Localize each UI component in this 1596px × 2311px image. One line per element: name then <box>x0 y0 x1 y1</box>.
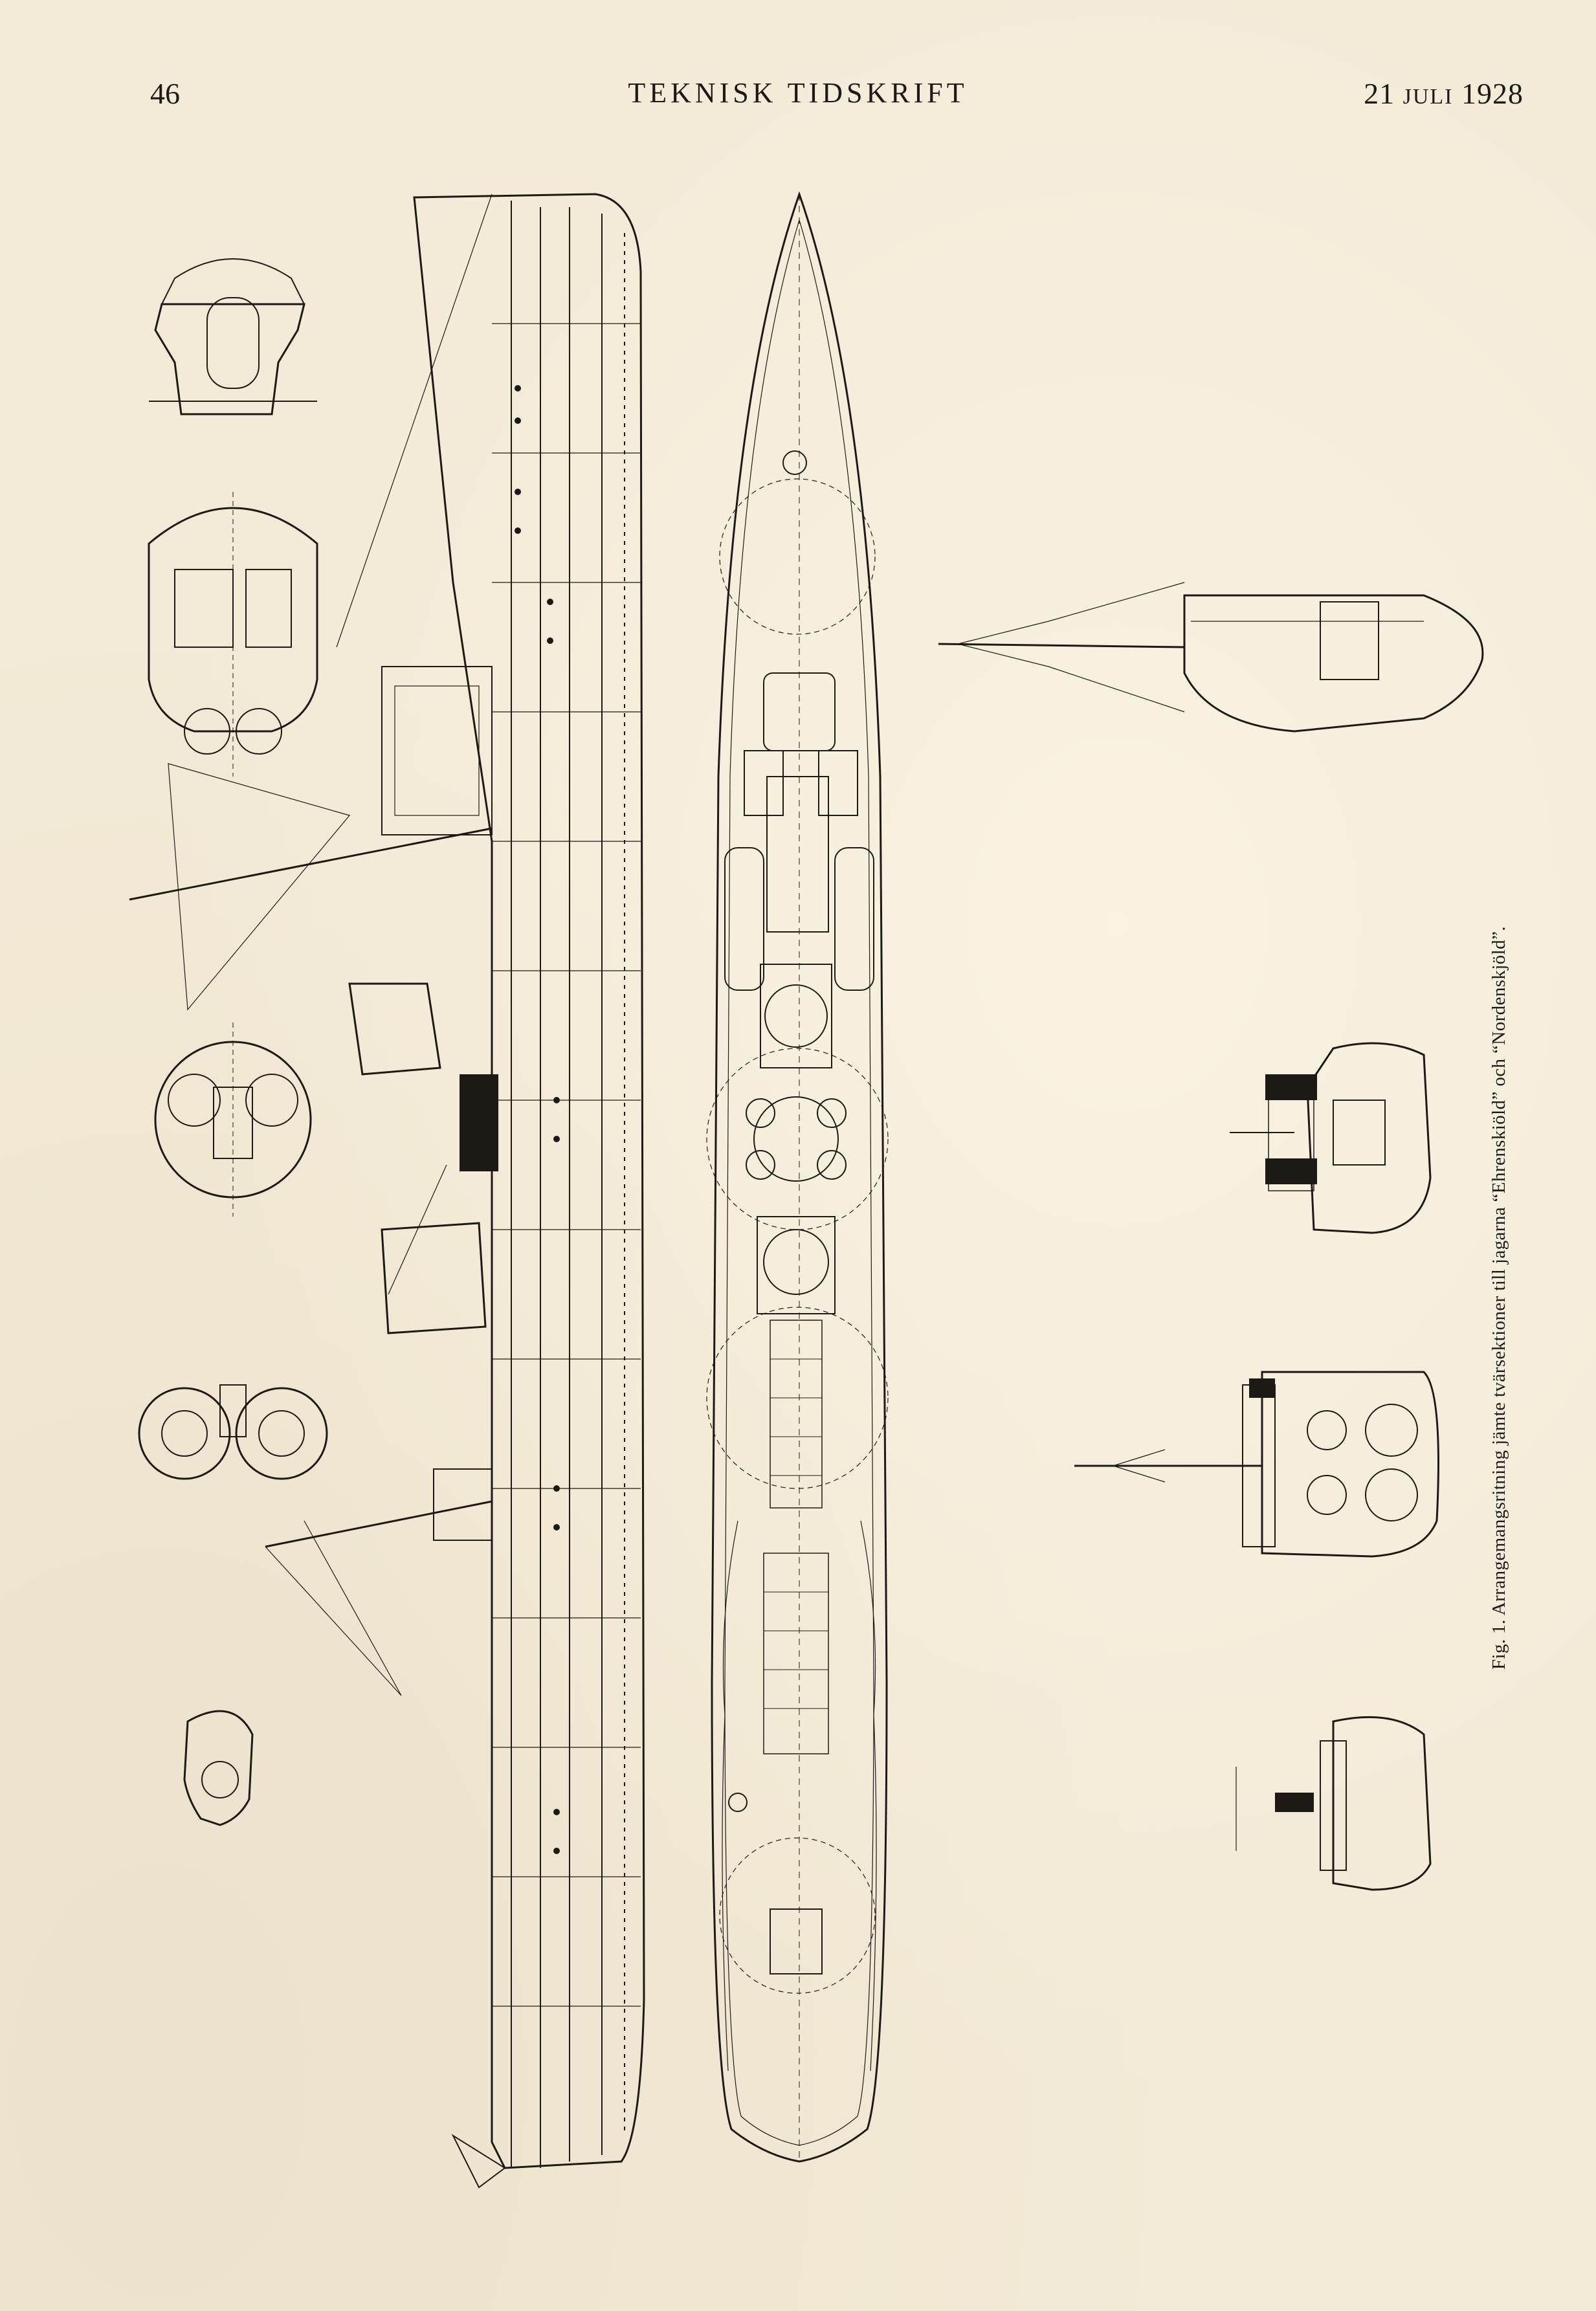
date-year: 1928 <box>1461 77 1524 110</box>
side-elevation <box>129 193 645 2189</box>
figure-caption: Fig. 1. Arrangemangsritning jämte tvärse… <box>1489 926 1509 1670</box>
issue-date: 21 JULI 1928 <box>1364 76 1524 111</box>
date-day: 21 <box>1364 77 1395 110</box>
page-number: 46 <box>150 77 180 110</box>
cross-sections-left <box>138 258 328 1826</box>
cross-sections-right <box>938 582 1484 1891</box>
date-month: JULI <box>1402 85 1454 109</box>
deck-plan-view <box>706 191 889 2163</box>
journal-title: TEKNISK TIDSKRIFT <box>628 77 968 109</box>
